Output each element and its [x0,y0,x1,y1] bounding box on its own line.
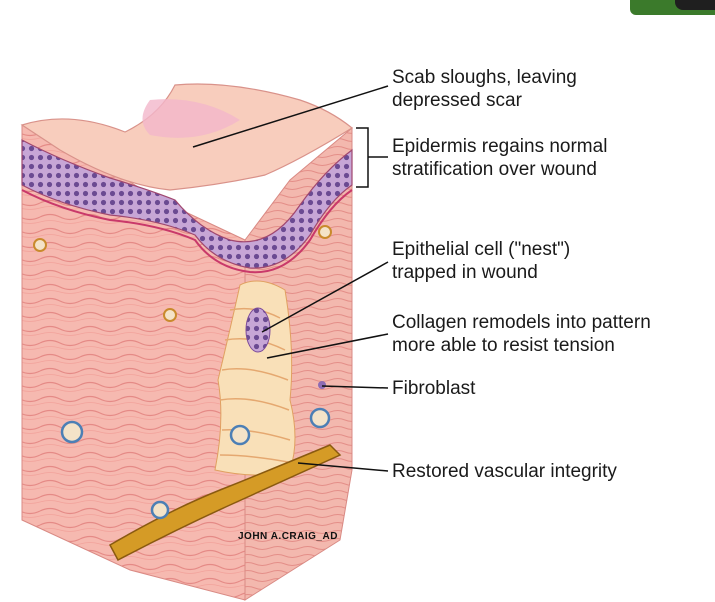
vessel-cross-section [318,225,332,239]
leader-line-epithelial-nest [261,261,389,333]
vessel-cross-section [163,308,177,322]
stratum-band [21,139,353,269]
blood-vessel-main [108,444,342,562]
fibroblast-cell [318,381,326,389]
leader-line-fibroblast [321,385,389,389]
corner-accent-inner [675,0,715,10]
label-scab: Scab sloughs, leaving depressed scar [392,67,577,111]
epithelial-nest [245,307,271,353]
vessel-cross-section [150,500,170,520]
vessel-cross-section [33,238,47,252]
label-vascular: Restored vascular integrity [392,461,617,482]
vessel-cross-section [60,420,84,444]
scab-depression [142,99,240,138]
label-fibroblast: Fibroblast [392,378,476,399]
label-epidermis: Epidermis regains normal stratification … [392,136,608,180]
bracket-epidermis [356,127,388,188]
label-collagen: Collagen remodels into pattern more able… [392,312,651,356]
label-epithelial-nest: Epithelial cell ("nest") trapped in woun… [392,239,571,283]
vessel-cross-section [309,407,331,429]
artist-signature: JOHN A.CRAIG_AD [238,531,338,542]
basement-membrane [21,189,353,274]
corner-accent-tab [630,0,715,15]
leader-line-scab [192,85,389,148]
vessel-cross-section [229,424,251,446]
leader-line-collagen [266,333,389,359]
leader-line-vascular [297,462,389,472]
